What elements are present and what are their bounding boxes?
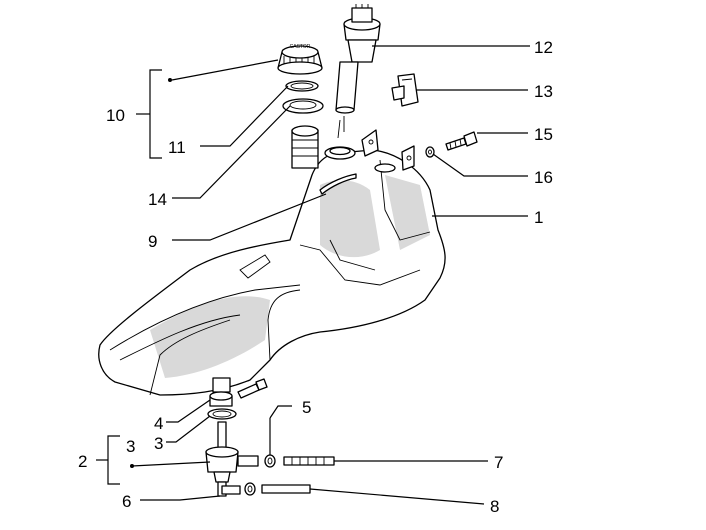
callout-12: 12 xyxy=(534,38,553,57)
callout-10: 10 xyxy=(106,106,125,125)
o-ring xyxy=(207,408,237,420)
retaining-clip xyxy=(391,73,419,107)
leader-lines xyxy=(96,45,530,505)
fuel-hose-lower xyxy=(261,484,311,494)
callout-8: 8 xyxy=(490,497,499,516)
cap-lettering: CASTOR xyxy=(290,44,311,50)
callout-14: 14 xyxy=(148,190,167,209)
hose-clamp-upper xyxy=(264,454,276,468)
callout-4: 4 xyxy=(154,414,163,433)
callout-9: 9 xyxy=(148,232,157,251)
mounting-screw xyxy=(445,131,478,151)
callout-7: 7 xyxy=(494,453,503,472)
callout-13: 13 xyxy=(534,82,553,101)
fuel-level-sender xyxy=(335,4,381,139)
fuel-hose-upper xyxy=(283,456,335,466)
callout-15: 15 xyxy=(534,125,553,144)
callout-labels: 1 2 3 3 4 5 6 7 8 9 10 11 12 13 14 15 16 xyxy=(78,38,553,516)
callout-3: 3 xyxy=(154,434,163,453)
cap-gasket xyxy=(285,80,319,92)
cap-seal-ring xyxy=(282,98,324,114)
callout-16: 16 xyxy=(534,168,553,187)
washer xyxy=(425,146,435,158)
bottom-screw xyxy=(237,378,268,399)
callout-2: 2 xyxy=(78,452,87,471)
callout-1: 1 xyxy=(534,208,543,227)
callout-11: 11 xyxy=(168,138,186,157)
fuel-tap xyxy=(205,421,259,497)
callout-6: 6 xyxy=(122,492,131,511)
hose-clamp-lower xyxy=(244,482,256,496)
bracket-dots xyxy=(130,78,172,468)
fuel-tank xyxy=(98,125,446,396)
outlet-nut xyxy=(209,391,233,407)
callout-5: 5 xyxy=(302,398,311,417)
callout-3-fitting: 3 xyxy=(126,437,135,456)
fuel-cap: CASTOR xyxy=(277,44,323,75)
